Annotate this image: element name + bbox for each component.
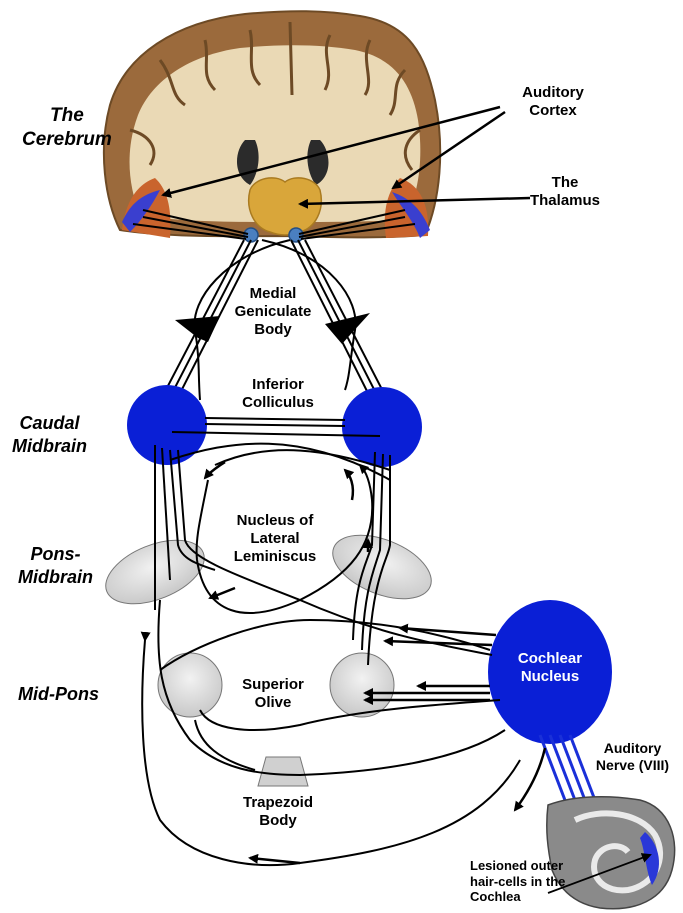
nucleus-lateral-lemniscus-label: Nucleus of Lateral Leminiscus [215,512,335,566]
left-superior-olive [158,653,222,717]
brain-section [104,11,440,242]
right-superior-olive [330,653,394,717]
level-caudal-midbrain: Caudal Midbrain [12,412,87,457]
trapezoid-body-label: Trapezoid Body [228,794,328,830]
auditory-nerve-label: Auditory Nerve (VIII) [585,740,680,774]
cochlear-nucleus-label: Cochlear Nucleus [505,650,595,686]
left-mgb-dot [244,228,258,242]
trapezoid-body-shape [258,757,308,786]
inferior-colliculus-label: Inferior Colliculus [228,376,328,412]
auditory-cortex-label: Auditory Cortex [508,84,598,120]
superior-olive-label: Superior Olive [228,676,318,712]
medial-geniculate-body-label: Medial Geniculate Body [228,285,318,339]
right-mgb-dot [289,228,303,242]
lesioned-hair-cells-label: Lesioned outer hair-cells in the Cochlea [470,858,590,905]
level-cerebrum: The Cerebrum [22,104,112,152]
level-pons-midbrain: Pons- Midbrain [18,543,93,588]
thalamus-shape [249,178,322,235]
thalamus-label: The Thalamus [520,174,610,210]
level-mid-pons: Mid-Pons [18,683,99,706]
